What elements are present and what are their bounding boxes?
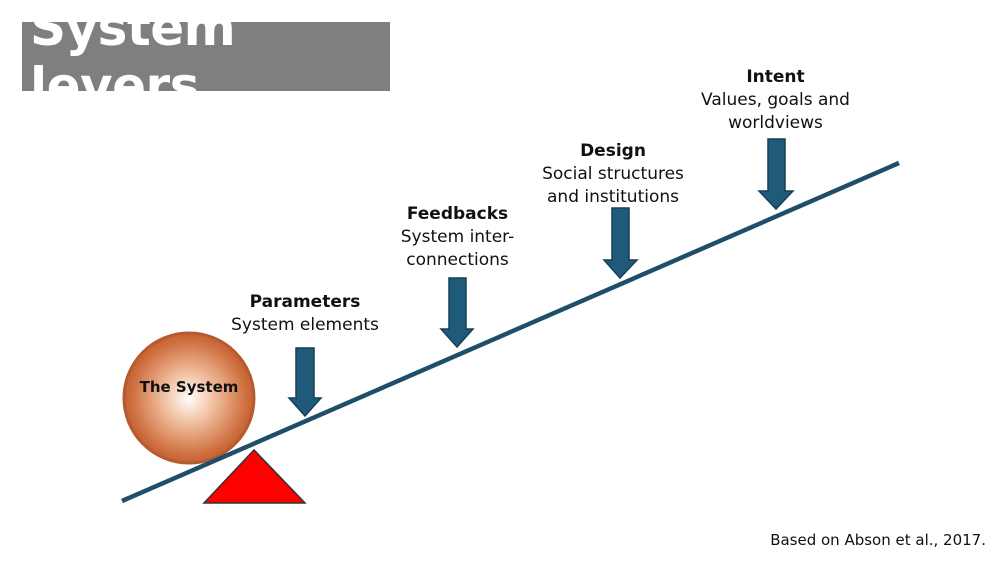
lever-name: Feedbacks <box>406 204 509 224</box>
lever-description: Social structures and institutions <box>542 164 684 207</box>
lever-description: Values, goals and worldviews <box>701 90 850 133</box>
arrow-intent <box>757 138 795 211</box>
arrow-parameters <box>287 347 323 418</box>
citation: Based on Abson et al., 2017. <box>770 531 986 549</box>
lever-label-feedbacks: Feedbacks System inter-connections <box>385 203 530 272</box>
lever-beam <box>121 160 900 504</box>
lever-label-design: Design Social structures and institution… <box>533 140 693 209</box>
arrow-feedbacks <box>439 277 475 349</box>
lever-label-parameters: Parameters System elements <box>215 291 395 337</box>
system-sphere <box>122 331 256 465</box>
arrow-design <box>602 207 639 280</box>
lever-label-intent: Intent Values, goals and worldviews <box>693 66 858 135</box>
lever-name: Design <box>580 141 646 161</box>
fulcrum-triangle <box>202 448 307 504</box>
lever-name: Parameters <box>249 292 361 312</box>
lever-description: System inter-connections <box>400 227 515 270</box>
lever-description: System elements <box>231 315 379 335</box>
lever-name: Intent <box>746 67 805 87</box>
system-label: The System <box>139 378 239 396</box>
